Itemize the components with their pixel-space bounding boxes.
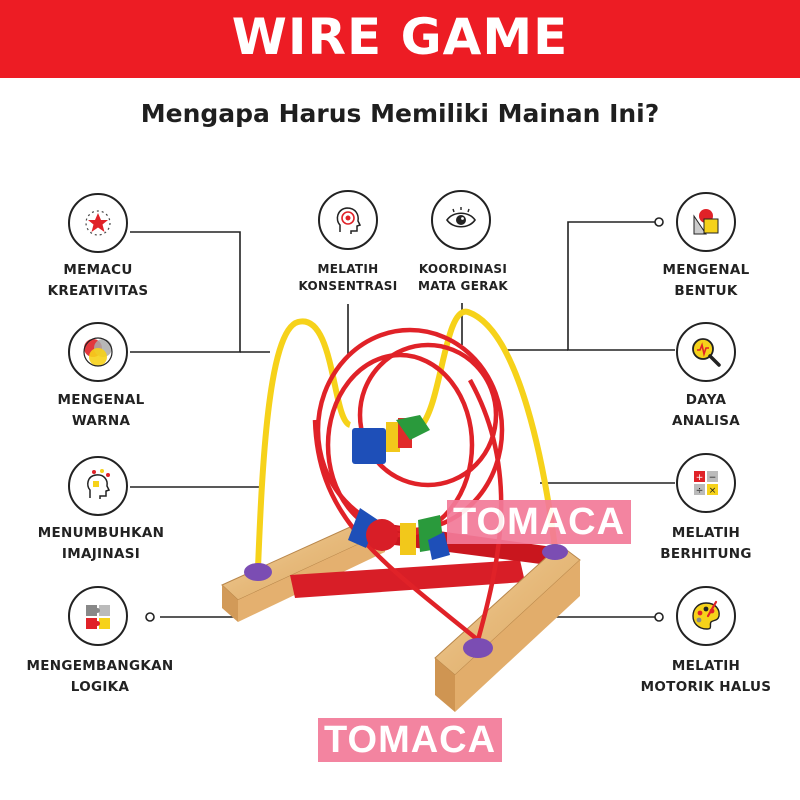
svg-text:−: − bbox=[709, 473, 717, 483]
calculator-icon: + − ÷ × bbox=[676, 453, 736, 513]
shapes-icon bbox=[676, 192, 736, 252]
svg-text:×: × bbox=[709, 486, 717, 496]
magnifier-icon bbox=[676, 322, 736, 382]
watermark-bottom: TOMACA bbox=[318, 718, 503, 762]
palette-icon bbox=[676, 586, 736, 646]
star-icon bbox=[68, 193, 128, 253]
puzzle-icon bbox=[68, 586, 128, 646]
page-subtitle: Mengapa Harus Memiliki Mainan Ini? bbox=[140, 99, 660, 128]
head-imagination-icon bbox=[68, 456, 128, 516]
color-circles-icon bbox=[68, 322, 128, 382]
svg-text:+: + bbox=[696, 473, 704, 483]
focus-head-icon bbox=[318, 190, 378, 250]
svg-text:÷: ÷ bbox=[696, 486, 704, 496]
watermark-top: TOMACA bbox=[447, 500, 632, 544]
title-banner: WIRE GAME bbox=[0, 0, 800, 78]
eye-icon bbox=[431, 190, 491, 250]
page-title: WIRE GAME bbox=[231, 8, 569, 66]
